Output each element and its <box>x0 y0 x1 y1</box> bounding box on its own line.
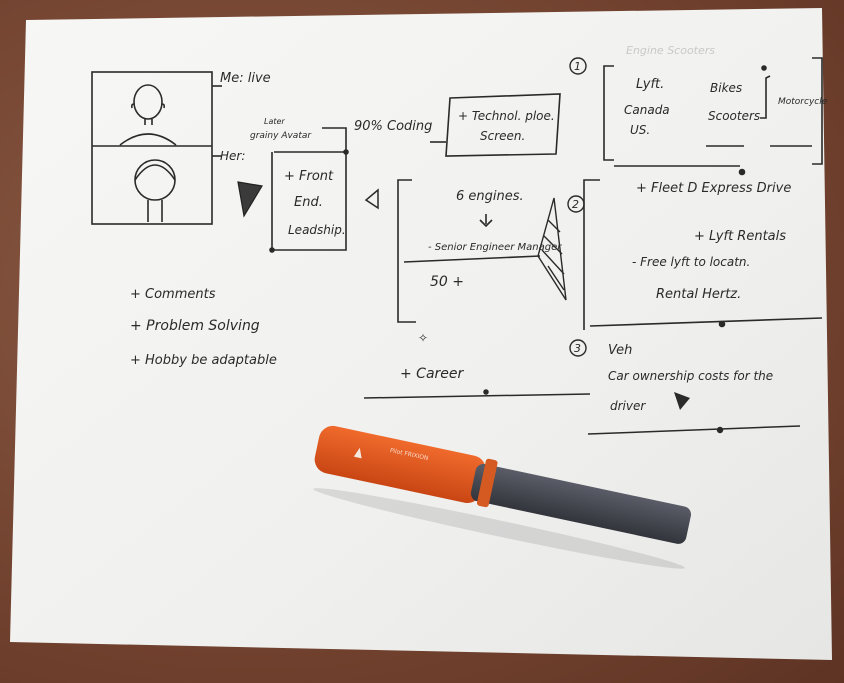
number-three: 3 <box>574 342 581 355</box>
coding-note: 90% Coding <box>354 119 432 134</box>
scooters-label: Scooters <box>708 109 760 123</box>
section-two-bracket <box>583 179 823 330</box>
rental-hertz-note: Rental Hertz. <box>656 287 741 302</box>
tech-line2: Screen. <box>480 129 525 143</box>
sparkle-mark: ✧ <box>418 331 428 345</box>
faded-title-note: Engine Scooters <box>626 44 715 57</box>
lyft-label: Lyft. <box>636 77 664 92</box>
grainy-avatar-note: grainy Avatar <box>250 131 312 141</box>
avatar-frame <box>91 71 222 225</box>
marker-barrel <box>470 463 692 544</box>
bullet-problem-solving: + Problem Solving <box>130 318 260 334</box>
car-ownership-note: Car ownership costs for the <box>608 369 773 383</box>
bullet-hobby: + Hobby be adaptable <box>130 353 277 368</box>
lyft-rentals-note: + Lyft Rentals <box>694 229 786 244</box>
her-label: Her: <box>220 149 245 163</box>
marker-cap <box>314 425 486 504</box>
front-end-line2: End. <box>294 195 323 210</box>
senior-manager-note: - Senior Engineer Manager <box>428 242 562 253</box>
tech-box <box>430 93 561 157</box>
fifty-plus-note: 50 + <box>430 274 464 290</box>
career-note: + Career <box>400 366 465 382</box>
front-end-box <box>269 127 349 253</box>
vehicle-note: Veh <box>608 343 632 358</box>
engines-note: 6 engines. <box>456 189 524 204</box>
tech-line1: + Technol. ploe. <box>458 109 555 123</box>
career-underline <box>363 389 591 399</box>
engines-bracket <box>397 179 541 323</box>
section-one-bracket <box>603 57 823 176</box>
shaded-triangle-mark <box>237 181 263 218</box>
canada-label: Canada <box>624 103 670 117</box>
free-lyft-note: - Free lyft to locatn. <box>632 255 750 269</box>
arrow-left-mark <box>364 188 379 210</box>
bikes-label: Bikes <box>710 81 742 95</box>
front-end-line1: + Front <box>284 169 334 184</box>
later-note: Later <box>264 117 285 126</box>
motorcycle-label: Motorcycle <box>778 97 828 107</box>
driver-scribble-mark <box>674 392 690 410</box>
number-two: 2 <box>572 198 579 211</box>
section-three-underline <box>587 425 801 435</box>
number-circles <box>567 57 587 357</box>
bullet-comments: + Comments <box>130 287 216 302</box>
driver-note: driver <box>610 399 646 413</box>
fleet-note: + Fleet D Express Drive <box>636 181 791 196</box>
marker-pen <box>313 425 692 569</box>
front-end-line3: Leadship. <box>288 223 346 237</box>
me-live-label: Me: live <box>220 71 271 86</box>
hatched-triangle-mark <box>537 197 567 301</box>
number-one: 1 <box>574 60 581 73</box>
us-label: US. <box>630 123 650 137</box>
